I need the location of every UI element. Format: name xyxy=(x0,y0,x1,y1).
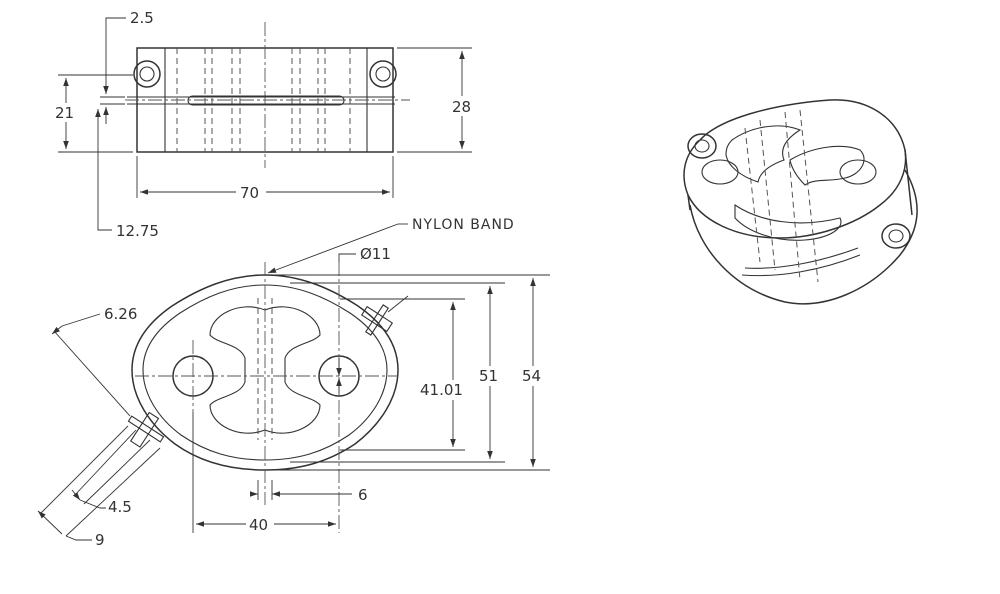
dim-pin-length: 6.26 xyxy=(51,305,137,417)
dim-height-inner-label: 21 xyxy=(55,104,74,122)
dim-width-label: 70 xyxy=(240,184,259,202)
right-pin xyxy=(360,295,409,336)
dim-mid: 51 xyxy=(477,286,503,459)
dim-pin-diameter-label: 4.5 xyxy=(108,498,132,516)
dim-pin-diameter: 4.5 xyxy=(71,429,151,516)
left-pin xyxy=(127,411,165,448)
slot-outline xyxy=(209,306,321,434)
dim-height-total-label: 28 xyxy=(452,98,471,116)
dim-pin-head: 9 xyxy=(37,425,161,549)
dim-pin-length-label: 6.26 xyxy=(104,305,137,323)
front-view: NYLON BAND Ø11 6.26 4.5 xyxy=(37,217,550,549)
dim-gap: 2.5 xyxy=(100,9,154,124)
dim-slot: 6 xyxy=(250,480,368,504)
nylon-band-leader: NYLON BAND xyxy=(267,217,515,274)
dim-offset: 12.75 xyxy=(95,109,159,240)
left-fastener xyxy=(133,60,161,88)
dim-gap-label: 2.5 xyxy=(130,9,154,27)
iso-fastener-right xyxy=(881,223,911,249)
right-fastener xyxy=(369,60,397,88)
dim-mid-label: 51 xyxy=(479,367,498,385)
dim-spacing-label: 40 xyxy=(249,516,268,534)
isometric-view xyxy=(683,99,918,305)
dim-offset-label: 12.75 xyxy=(116,222,159,240)
dim-inner-label: 41.01 xyxy=(420,381,463,399)
top-view: 2.5 21 28 70 12.75 xyxy=(50,9,477,240)
dim-outer: 54 xyxy=(520,278,546,467)
dim-hole-label: Ø11 xyxy=(360,245,391,263)
dim-width: 70 xyxy=(136,156,394,203)
dim-outer-label: 54 xyxy=(522,367,541,385)
dim-pin-head-label: 9 xyxy=(95,531,105,549)
dim-hole: Ø11 xyxy=(336,245,391,394)
dim-slot-label: 6 xyxy=(358,486,368,504)
dim-inner: 41.01 xyxy=(417,302,467,447)
dim-height-total: 28 xyxy=(397,47,477,153)
iso-fastener-left xyxy=(687,133,717,159)
dim-spacing: 40 xyxy=(192,412,336,535)
dim-height-inner: 21 xyxy=(50,74,133,153)
nylon-band-label: NYLON BAND xyxy=(412,217,515,233)
